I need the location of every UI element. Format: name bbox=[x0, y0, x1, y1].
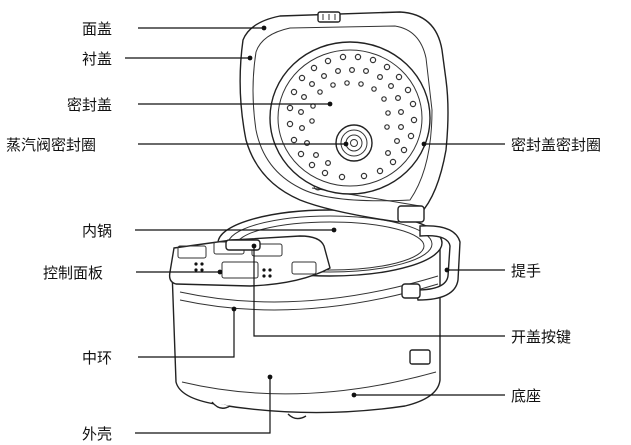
label-open-button: 开盖按键 bbox=[511, 328, 571, 346]
base-foot bbox=[211, 401, 231, 409]
open-lid-button bbox=[225, 239, 261, 251]
leader-lines bbox=[125, 25, 505, 434]
label-lining-cover: 衬盖 bbox=[82, 50, 112, 68]
label-shell: 外壳 bbox=[82, 425, 112, 443]
lid-lining-cover bbox=[252, 25, 433, 202]
rice-cooker-illustration bbox=[168, 11, 461, 420]
label-base: 底座 bbox=[511, 387, 541, 405]
label-seal-cover-seal: 密封盖密封圈 bbox=[511, 136, 601, 154]
steam-valve-seal bbox=[340, 129, 368, 157]
label-steam-valve-seal: 蒸汽阀密封圈 bbox=[6, 136, 96, 154]
rear-socket bbox=[409, 349, 431, 365]
sealing-cover-plate bbox=[269, 41, 431, 195]
base-foot bbox=[287, 413, 307, 420]
label-seal-cover: 密封盖 bbox=[67, 96, 112, 114]
callout-labels: 面盖 衬盖 密封盖 蒸汽阀密封圈 密封盖密封圈 内锅 提手 控制面板 开盖按键 … bbox=[6, 20, 601, 443]
label-inner-pot: 内锅 bbox=[82, 222, 112, 240]
label-face-cover: 面盖 bbox=[82, 20, 112, 38]
lid-latch bbox=[397, 205, 425, 223]
label-handle: 提手 bbox=[511, 262, 541, 280]
control-panel-surface bbox=[168, 235, 331, 287]
label-middle-ring: 中环 bbox=[82, 349, 112, 367]
label-control-panel: 控制面板 bbox=[43, 264, 103, 282]
handle-grip bbox=[401, 283, 421, 299]
